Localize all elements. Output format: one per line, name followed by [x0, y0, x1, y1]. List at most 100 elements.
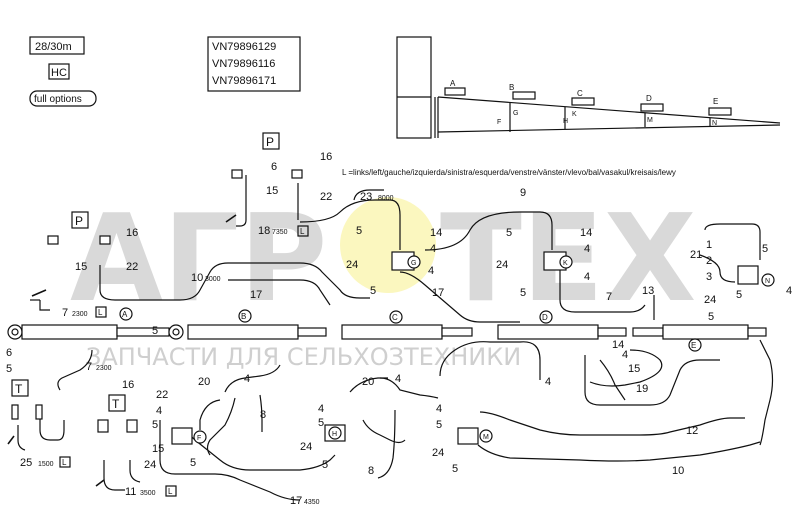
hc-label: HC — [51, 67, 67, 79]
label-5-k-bottom: 5 — [520, 287, 526, 299]
t-box-mid — [108, 394, 126, 412]
label-4-g-top: 4 — [430, 243, 436, 255]
label-14-d: 14 — [612, 339, 624, 351]
label-4-g-bottom: 4 — [428, 265, 434, 277]
cylinder-b-label: B — [241, 312, 246, 321]
cylinder-d-label: D — [542, 313, 548, 322]
boom-cyl-e — [708, 107, 732, 116]
options-label: full options — [34, 94, 82, 105]
label-5-f-top: 5 — [152, 419, 158, 431]
label-14-g: 14 — [430, 227, 442, 239]
label-1: 1 — [706, 239, 712, 251]
t-label-mid: T — [112, 397, 120, 411]
label-4-f-top: 4 — [156, 405, 162, 417]
boom-joint-n: N — [712, 120, 717, 127]
hose-18-num: 18 — [258, 225, 270, 237]
watermark-tagline: ЗАПЧАСТИ ДЛЯ СЕЛЬХОЗТЕХНИКИ — [86, 343, 521, 371]
label-6-a: 6 — [6, 347, 12, 359]
hc-box — [48, 63, 70, 80]
valve-m-label: M — [483, 434, 489, 441]
hose-11-l: L — [168, 487, 173, 496]
t-label-left: T — [15, 382, 23, 396]
label-12: 12 — [686, 425, 698, 437]
label-6-top: 6 — [271, 161, 277, 173]
label-5-f-bottom: 5 — [190, 457, 196, 469]
label-5-g-bottom: 5 — [370, 285, 376, 297]
hose-25-len: 1500 — [38, 461, 54, 468]
label-22-bottom: 22 — [156, 389, 168, 401]
watermark-gear-icon — [340, 197, 436, 293]
hose-25-l: L — [62, 458, 67, 467]
part-number-box — [207, 36, 301, 92]
hose-18-l: L — [300, 227, 305, 236]
label-4-h: 4 — [318, 403, 324, 415]
label-4-c: 4 — [395, 373, 401, 385]
boom-cyl-c — [571, 97, 595, 106]
p-label-left: P — [75, 214, 83, 228]
hose-10-len: 3000 — [205, 276, 221, 283]
p-label-top: P — [266, 135, 274, 149]
label-5-k-top: 5 — [506, 227, 512, 239]
size-label: 28/30m — [35, 41, 72, 53]
label-5-m-bottom: 5 — [452, 463, 458, 475]
size-box — [29, 36, 85, 55]
hose-23-num: 23 — [360, 191, 372, 203]
label-21: 21 — [690, 249, 702, 261]
cylinder-d: D — [497, 310, 627, 340]
label-14-k: 14 — [580, 227, 592, 239]
cylinder-e-label: E — [691, 341, 696, 350]
valve-n: N — [737, 265, 775, 287]
label-5-e: 5 — [708, 311, 714, 323]
label-10-bottom: 10 — [672, 465, 684, 477]
label-15-top: 15 — [266, 185, 278, 197]
label-5-m-top: 5 — [436, 419, 442, 431]
label-16-left: 16 — [126, 227, 138, 239]
valve-m: M — [457, 427, 493, 445]
label-5-a: 5 — [6, 363, 12, 375]
cylinder-a-label: A — [122, 310, 128, 319]
valve-n-label: N — [765, 278, 770, 285]
valve-g: G — [391, 251, 421, 271]
label-16-top: 16 — [320, 151, 332, 163]
boom-letter-d: D — [646, 94, 652, 103]
hose-7b-len: 2300 — [96, 365, 112, 372]
valve-h: H — [324, 424, 346, 442]
valve-k: K — [543, 251, 573, 271]
part-number-2: VN79896116 — [212, 58, 275, 70]
label-2: 2 — [706, 255, 712, 267]
cylinders: A B C D E — [7, 307, 767, 352]
label-3: 3 — [706, 271, 712, 283]
boom-letter-e: E — [713, 97, 718, 106]
label-20-left: 20 — [198, 376, 210, 388]
boom-mast — [396, 36, 432, 139]
hose-18-len: 7350 — [272, 229, 288, 236]
boom-joint-m: M — [647, 117, 653, 124]
label-19: 19 — [636, 383, 648, 395]
cylinder-b: B — [187, 309, 327, 340]
p-box-left — [71, 211, 89, 229]
label-5-n-bottom: 5 — [736, 289, 742, 301]
hose-7b-num: 7 — [86, 361, 92, 373]
label-5-n-top: 5 — [762, 243, 768, 255]
cylinder-a: A — [7, 307, 184, 340]
label-4-d: 4 — [622, 349, 628, 361]
options-box — [29, 90, 97, 107]
label-17-b: 17 — [432, 287, 444, 299]
valve-blocks: G K N F H M — [171, 251, 775, 445]
label-5-g-top: 5 — [356, 225, 362, 237]
hose-7a-len: 2300 — [72, 311, 88, 318]
label-17-a: 17 — [250, 289, 262, 301]
valve-g-label: G — [411, 260, 416, 267]
boom-cyl-a — [444, 87, 466, 96]
label-4-b: 4 — [244, 373, 250, 385]
label-5-a-right: 5 — [152, 325, 158, 337]
label-8-left: 8 — [260, 409, 266, 421]
watermark-logo-left: АГР — [70, 190, 327, 329]
hose-7a-num: 7 — [62, 307, 68, 319]
boxed-labels: P P T T — [11, 132, 280, 412]
p-box-top — [262, 132, 280, 150]
cylinder-e: E — [632, 324, 767, 352]
line-ends — [7, 214, 237, 487]
label-5-h-top: 5 — [318, 417, 324, 429]
